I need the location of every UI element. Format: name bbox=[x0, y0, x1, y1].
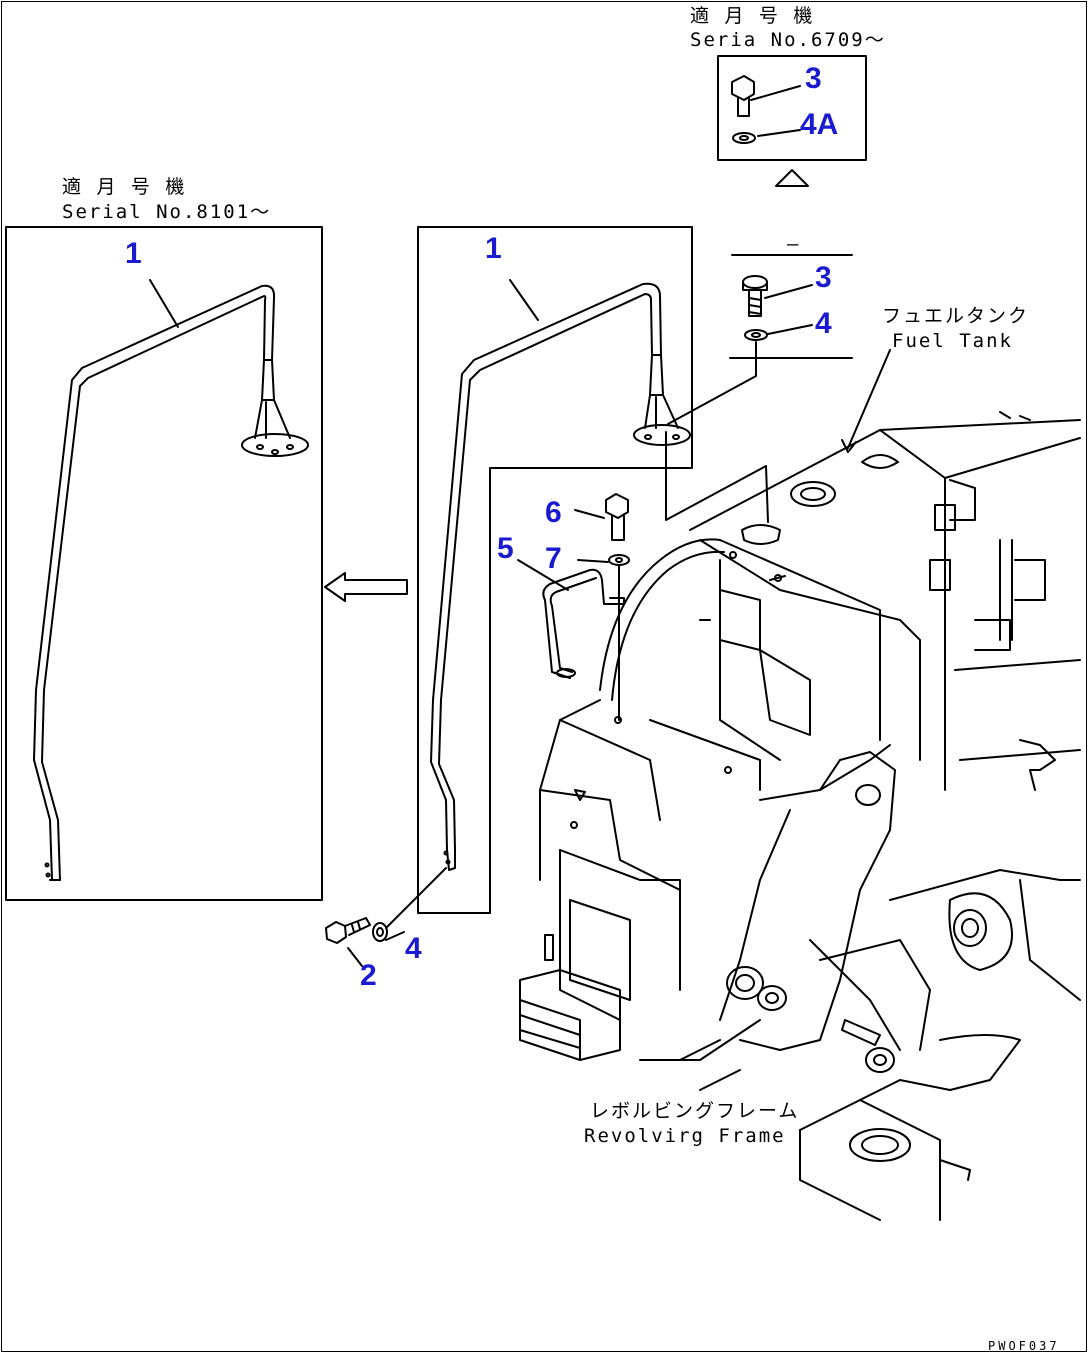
callout-3: 3 bbox=[815, 261, 832, 294]
leader-line-c1-left bbox=[149, 279, 179, 328]
handrail-part-1-main bbox=[430, 282, 691, 871]
middle-detail-box bbox=[417, 226, 693, 914]
bracket-dash-label: — bbox=[787, 233, 800, 255]
bolt-part-6 bbox=[605, 493, 629, 541]
serial-label-jp-8101: 適 月 号 機 bbox=[62, 176, 186, 198]
callout-2: 2 bbox=[360, 959, 377, 992]
leader-lines-c3-c4 bbox=[764, 284, 813, 335]
leader-line-fuel-tank bbox=[847, 349, 891, 449]
leader-line-c5 bbox=[517, 559, 569, 591]
serial-label-jp-6709: 適 月 号 機 bbox=[690, 5, 814, 27]
callout-1-left: 1 bbox=[125, 237, 142, 270]
drawing-code: PWOF037 bbox=[988, 1339, 1060, 1353]
callout-7: 7 bbox=[545, 542, 562, 575]
callout-4-left: 4 bbox=[405, 932, 422, 965]
variant-indicator-triangle bbox=[775, 169, 809, 187]
leader-line-rail-to-tank bbox=[665, 431, 769, 523]
callout-5: 5 bbox=[497, 532, 514, 565]
leader-line-bolt-to-rail bbox=[385, 867, 447, 929]
callout-1-main: 1 bbox=[485, 232, 502, 265]
callout-6: 6 bbox=[545, 496, 562, 529]
bracket-part-5 bbox=[542, 568, 625, 679]
variant-box-serial-8101 bbox=[5, 226, 323, 901]
washer-part-4-left bbox=[372, 922, 388, 942]
fuel-tank bbox=[689, 411, 1081, 791]
callout-4-right: 4 bbox=[815, 307, 832, 340]
callout-4a: 4A bbox=[800, 108, 838, 141]
washer-part-7 bbox=[608, 554, 630, 566]
bolt-part-3 bbox=[742, 275, 768, 317]
leader-line-c4-left bbox=[385, 931, 405, 941]
leader-line-c1-mid bbox=[509, 279, 539, 321]
revolving-frame-label: Revolvirg Frame bbox=[584, 1125, 786, 1147]
fuel-tank-label: Fuel Tank bbox=[892, 330, 1013, 352]
serial-label-6709: Seria No.6709～ bbox=[690, 29, 886, 51]
leader-lines-variant bbox=[750, 85, 801, 137]
revolving-frame-label-jp: レボルビングフレーム bbox=[590, 1100, 799, 1122]
variant-arrow bbox=[324, 572, 408, 602]
bolt-part-3-variant bbox=[731, 75, 756, 144]
handrail-part-1-left bbox=[33, 284, 309, 881]
bolt-part-2 bbox=[325, 917, 371, 944]
leader-line-to-rail-base bbox=[667, 341, 757, 425]
leader-arrow-fuel-tank bbox=[841, 439, 857, 453]
serial-label-8101: Serial No.8101～ bbox=[62, 201, 271, 223]
leader-lines-c6-c7 bbox=[574, 509, 609, 563]
callout-3-variant: 3 bbox=[805, 62, 822, 95]
variant-box-serial-6709 bbox=[717, 55, 867, 161]
leader-line-c2 bbox=[347, 947, 363, 967]
fuel-tank-label-jp: フュエルタンク bbox=[882, 305, 1029, 327]
revolving-frame bbox=[519, 538, 1081, 1221]
washer-part-4-right bbox=[744, 329, 768, 341]
